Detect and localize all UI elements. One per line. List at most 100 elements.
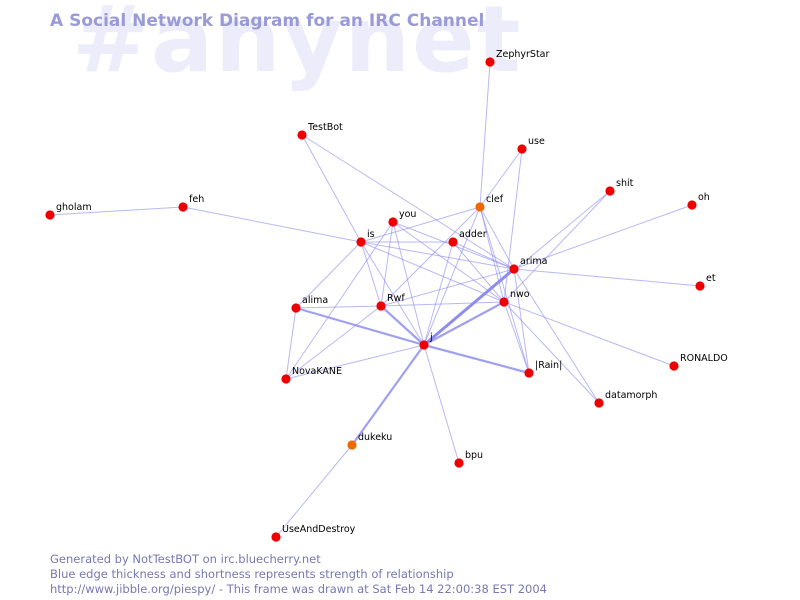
node-dot-j xyxy=(419,340,429,350)
node-adder: adder xyxy=(448,229,487,247)
edge-nwo-j xyxy=(422,300,506,347)
edge-adder-arima xyxy=(452,241,515,270)
node-dot-clef xyxy=(475,202,485,212)
edge-clef-j xyxy=(423,206,481,346)
node-label-you: you xyxy=(399,209,416,220)
edge-dukeku-UseAndDestroy xyxy=(275,444,353,538)
node-label-nwo: nwo xyxy=(510,289,530,300)
node-label-RONALDO: RONALDO xyxy=(680,353,728,364)
edge-clef-arima xyxy=(479,206,515,270)
edge-feh-is xyxy=(182,206,362,243)
node-dot-Rwf xyxy=(376,301,386,311)
node-dot-adder xyxy=(448,237,458,247)
edge-adder-j xyxy=(423,241,454,346)
node-dot-feh xyxy=(178,202,188,212)
edge-is-arima xyxy=(360,241,515,270)
edge-nwo-datamorph xyxy=(503,301,600,404)
node-label-UseAndDestroy: UseAndDestroy xyxy=(282,524,356,535)
edge-is-alima xyxy=(295,241,362,309)
node-dukeku: dukeku xyxy=(347,432,392,450)
edge-j-bpu xyxy=(423,344,460,464)
edge-Rwf-j xyxy=(379,304,426,347)
node-TestBot: TestBot xyxy=(297,122,343,140)
node-label-Rwf: Rwf xyxy=(387,293,405,304)
node-label-oh: oh xyxy=(698,192,710,203)
edge-you-Rwf xyxy=(380,221,394,307)
node-label-et: et xyxy=(706,273,716,284)
node-is: is xyxy=(356,229,375,247)
node-alima: alima xyxy=(291,295,328,313)
edge-et-arima xyxy=(513,268,701,287)
node-dot-use xyxy=(517,144,527,154)
node-oh: oh xyxy=(687,192,710,210)
node-feh: feh xyxy=(178,194,204,212)
channel-watermark: #anynet xyxy=(72,0,523,93)
node-label-clef: clef xyxy=(486,194,504,205)
footer-generated-by: Generated by NotTestBOT on irc.bluecherr… xyxy=(50,552,321,566)
node-Rwf: Rwf xyxy=(376,293,405,311)
edge-is-Rwf xyxy=(360,241,382,307)
edge-clef-nwo xyxy=(479,206,505,303)
node-dot-gholam xyxy=(45,210,55,220)
node-label-use: use xyxy=(528,136,545,147)
edge-you-nwo xyxy=(392,221,505,303)
node-dot-alima xyxy=(291,303,301,313)
node-dot-arima xyxy=(509,264,519,274)
footer: Generated by NotTestBOT on irc.bluecherr… xyxy=(50,552,547,597)
node-dot-et xyxy=(695,281,705,291)
edge-gholam-feh xyxy=(49,206,184,216)
edge-Rwf-alima xyxy=(295,305,382,309)
edge-j-Rain xyxy=(422,343,531,375)
node-label-arima: arima xyxy=(520,256,547,267)
node-dot-you xyxy=(388,217,398,227)
node-label-NovaKANE: NovaKANE xyxy=(292,366,342,377)
edge-arima-Rwf xyxy=(380,268,515,307)
node-dot-ZephyrStar xyxy=(485,57,495,67)
edge-nwo-Rain xyxy=(503,301,530,374)
edge-TestBot-arima xyxy=(301,134,515,270)
node-NovaKANE: NovaKANE xyxy=(281,366,342,384)
node-bpu: bpu xyxy=(454,450,483,468)
edge-shit-nwo xyxy=(503,190,611,303)
node-label-dukeku: dukeku xyxy=(358,432,392,443)
node-label-alima: alima xyxy=(302,295,328,306)
node-label-j: j xyxy=(429,332,433,343)
node-nwo: nwo xyxy=(499,289,530,307)
node-label-bpu: bpu xyxy=(465,450,483,461)
node-arima: arima xyxy=(509,256,547,274)
node-dot-nwo xyxy=(499,297,509,307)
edge-clef-Rwf xyxy=(380,206,481,307)
node-dot-datamorph xyxy=(594,398,604,408)
node-dot-RONALDO xyxy=(669,361,679,371)
edge-adder-nwo xyxy=(452,241,505,303)
node-j: j xyxy=(419,332,433,350)
node-label-gholam: gholam xyxy=(56,202,92,213)
edge-clef-is xyxy=(360,206,481,243)
edge-is-nwo xyxy=(360,241,505,303)
edge-oh-arima xyxy=(513,204,693,270)
node-label-ZephyrStar: ZephyrStar xyxy=(496,49,550,60)
node-RONALDO: RONALDO xyxy=(669,353,728,371)
edges-layer xyxy=(49,61,701,538)
node-dot-is xyxy=(356,237,366,247)
node-datamorph: datamorph xyxy=(594,390,657,408)
node-dot-dukeku xyxy=(347,440,357,450)
node-dot-shit xyxy=(605,186,615,196)
edge-RONALDO-nwo xyxy=(503,301,675,367)
node-clef: clef xyxy=(475,194,504,212)
node-UseAndDestroy: UseAndDestroy xyxy=(271,524,356,542)
node-label-adder: adder xyxy=(459,229,487,240)
edge-datamorph-arima xyxy=(513,268,600,404)
edge-TestBot-is xyxy=(301,134,362,243)
node-et: et xyxy=(695,273,716,291)
node-gholam: gholam xyxy=(45,202,92,220)
node-label-feh: feh xyxy=(189,194,204,205)
node-you: you xyxy=(388,209,416,227)
node-dot-TestBot xyxy=(297,130,307,140)
footer-url-timestamp: http://www.jibble.org/piespy/ - This fra… xyxy=(50,582,547,596)
node-dot-oh xyxy=(687,200,697,210)
edge-is-j xyxy=(360,241,425,346)
diagram-title: A Social Network Diagram for an IRC Chan… xyxy=(50,11,485,31)
